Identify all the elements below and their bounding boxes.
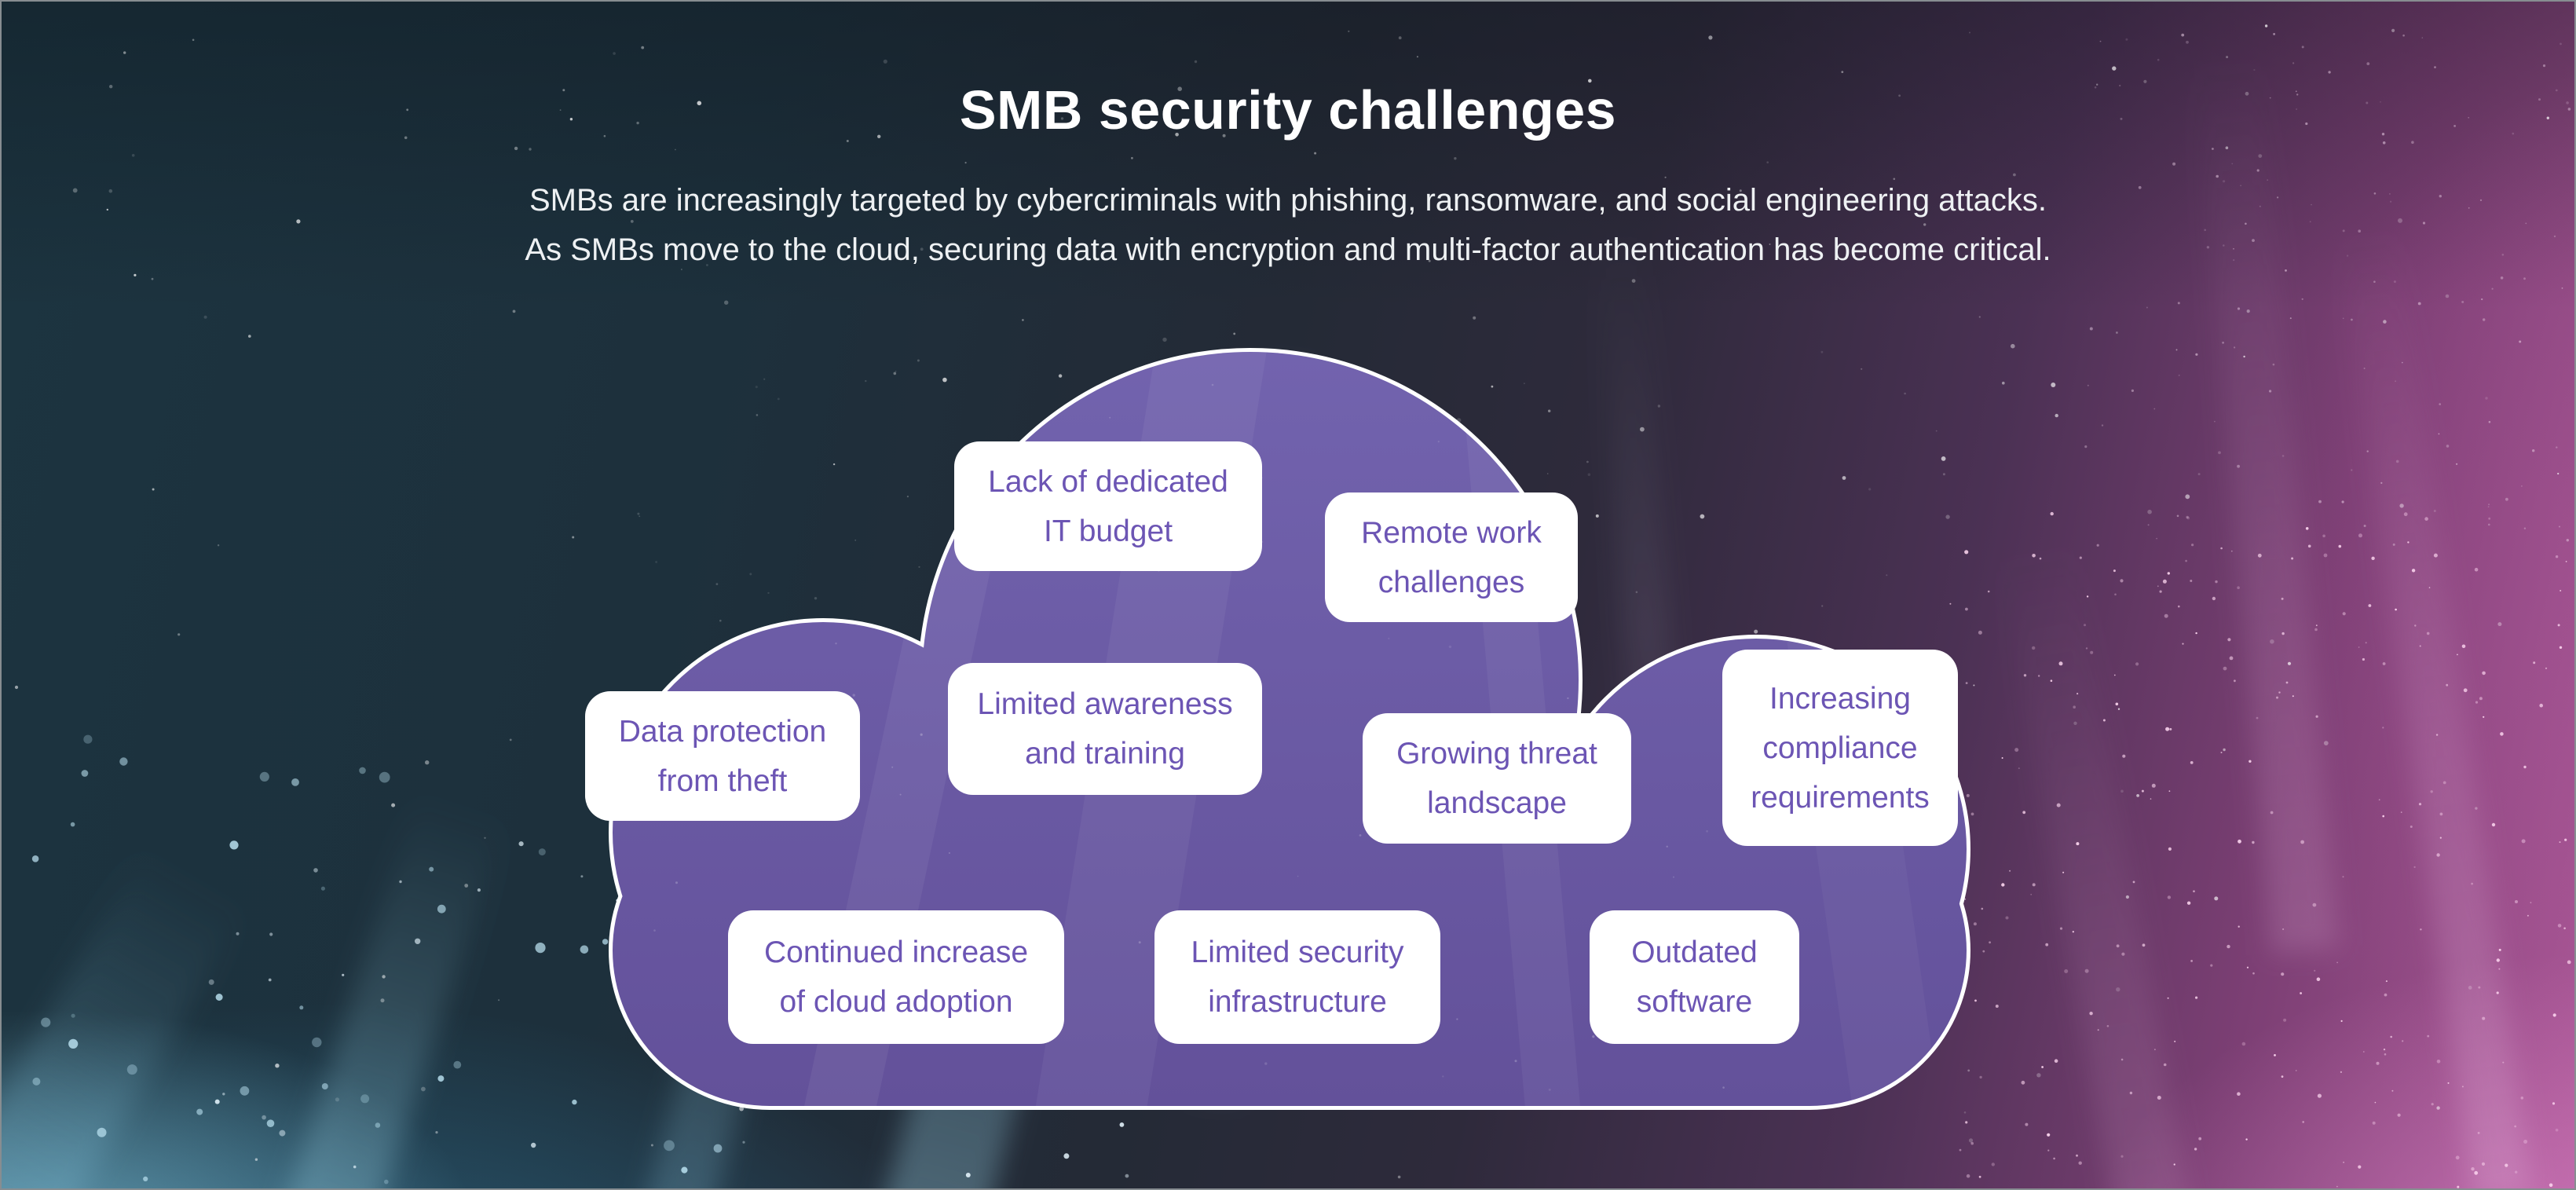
page-subtitle-line2: As SMBs move to the cloud, securing data… <box>525 233 2051 267</box>
challenge-box-lack-of-dedicated-it-budget: Lack of dedicated IT budget <box>954 441 1262 571</box>
challenge-box-data-protection-from-theft: Data protection from theft <box>585 691 860 821</box>
page-title: SMB security challenges <box>959 79 1617 141</box>
challenge-box-increasing-compliance-requirements: Increasing compliance requirements <box>1722 650 1958 846</box>
challenge-box-remote-work-challenges: Remote work challenges <box>1325 492 1578 622</box>
challenge-box-growing-threat-landscape: Growing threat landscape <box>1363 713 1631 844</box>
challenge-box-outdated-software: Outdated software <box>1590 910 1799 1044</box>
page-subtitle-line1: SMBs are increasingly targeted by cyberc… <box>529 183 2047 218</box>
challenge-box-limited-security-infrastructure: Limited security infrastructure <box>1154 910 1440 1044</box>
challenge-box-continued-increase-of-cloud-adoption: Continued increase of cloud adoption <box>728 910 1064 1044</box>
header: SMB security challenges SMBs are increas… <box>2 79 2574 275</box>
challenge-box-limited-awareness-and-training: Limited awareness and training <box>948 663 1262 795</box>
